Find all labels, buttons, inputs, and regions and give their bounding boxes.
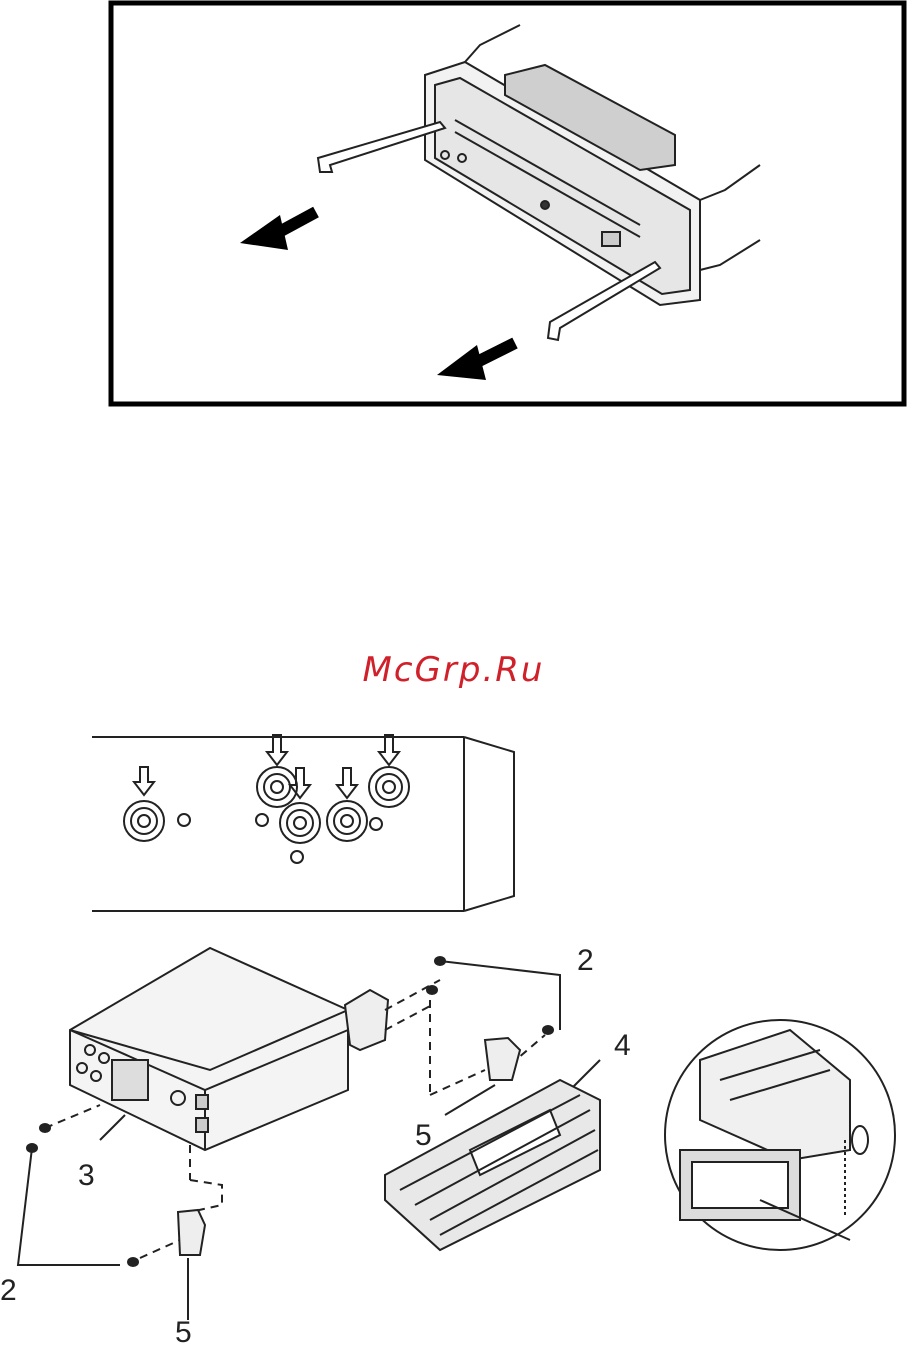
mounting-hole [369,767,409,807]
screw-icon [128,1258,138,1266]
trim-frame [385,1080,600,1250]
callout-5-mid: 5 [415,1119,432,1152]
arrow-down-icon [290,768,310,798]
bracket-icon [345,990,388,1050]
bracket-icon [178,1210,205,1255]
detail-inset [665,1020,895,1250]
bracket-icon [485,1038,520,1080]
callout-2-bottom: 2 [0,1274,17,1307]
screw-icon [427,986,437,994]
mounting-hole [327,801,367,841]
side-panel-holes [92,735,514,911]
callout-5-bottom: 5 [175,1316,192,1346]
arrow-down-icon [379,735,399,765]
callout-2-top: 2 [577,944,594,977]
callout-3: 3 [78,1159,95,1192]
removal-panel [111,3,904,404]
mounting-hole [280,803,320,843]
arrow-down-icon [337,768,357,798]
screw-icon [543,1026,553,1034]
arrow-down-icon [134,767,154,795]
callout-4: 4 [614,1029,631,1062]
screw-icon [40,1124,50,1132]
exploded-installation [18,948,895,1320]
arrow-down-icon [267,735,287,765]
radio-chassis [70,948,348,1150]
mounting-hole [124,801,164,841]
watermark-text: McGrp.Ru [0,650,907,690]
